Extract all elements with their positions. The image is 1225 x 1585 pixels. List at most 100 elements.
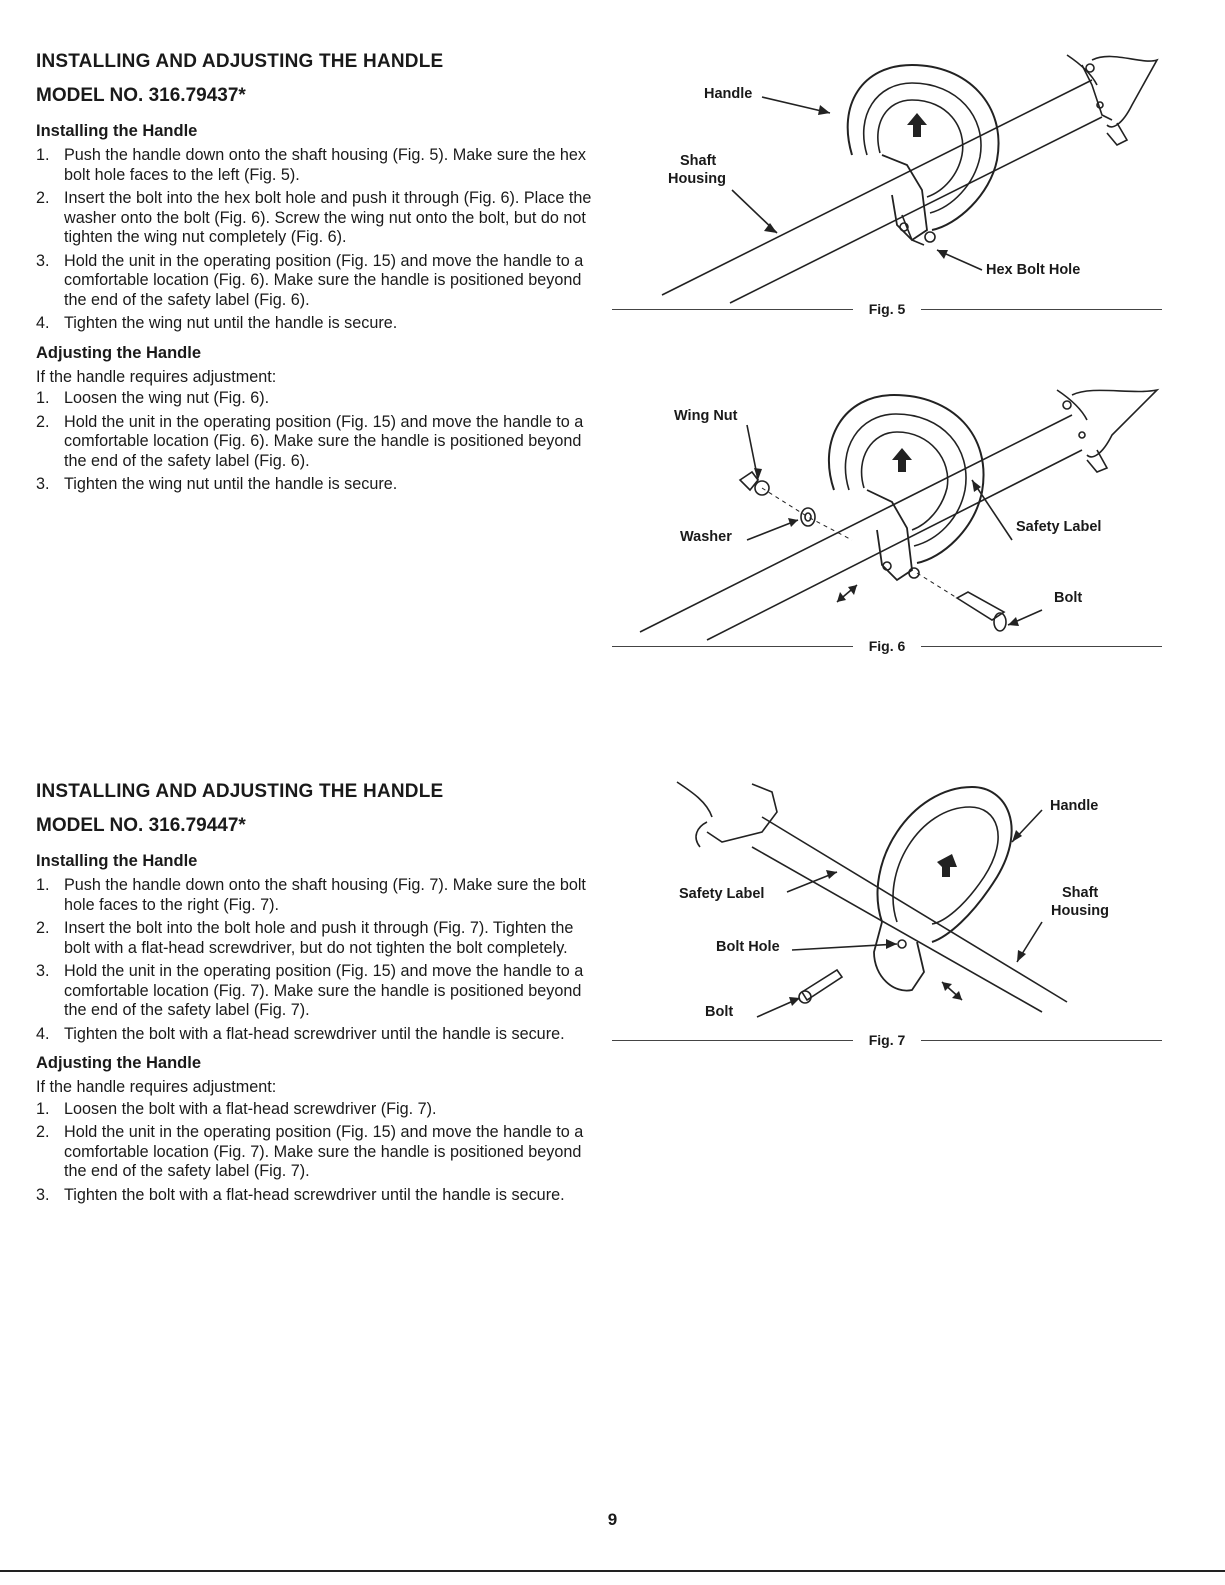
model-number: MODEL NO. 316.79437* — [36, 85, 246, 106]
list-item: 1. Push the handle down onto the shaft ho… — [36, 146, 596, 185]
step-text: Tighten the bolt with a flat-head screwd… — [64, 1024, 565, 1043]
figure-caption-row: Fig. 5 — [612, 301, 1162, 317]
list-item: 2. Insert the bolt into the bolt hole and… — [36, 919, 596, 958]
list-item: 3. Tighten the wing nut until the handle … — [36, 475, 596, 495]
step-text: Insert the bolt into the hex bolt hole a… — [64, 189, 592, 246]
list-item: 3. Tighten the bolt with a flat-head scre… — [36, 1186, 596, 1206]
leader-line — [746, 519, 799, 541]
label-handle: Handle — [1050, 798, 1099, 814]
shaft-line — [639, 414, 1073, 633]
list-item: 3. Hold the unit in the operating positio… — [36, 962, 596, 1021]
step-text: Push the handle down onto the shaft hous… — [64, 876, 586, 914]
step-text: Tighten the bolt with a flat-head screwd… — [64, 1185, 565, 1204]
leader-line — [761, 96, 831, 114]
model-number: MODEL NO. 316.79447* — [36, 815, 246, 836]
label-wing-nut: Wing Nut — [674, 408, 738, 424]
shaft-line — [729, 116, 1103, 304]
leader-line — [971, 479, 1013, 541]
section-model-79447: INSTALLING AND ADJUSTING THE HANDLE MODE… — [36, 780, 596, 1211]
step-text: Loosen the wing nut (Fig. 6). — [64, 389, 270, 407]
caption-rule — [612, 645, 853, 647]
label-handle: Handle — [704, 86, 753, 102]
list-item: 2. Hold the unit in the operating positio… — [36, 1123, 596, 1182]
label-housing: Housing — [1051, 903, 1109, 919]
leader-line — [791, 943, 898, 951]
figure-7: Handle Safety Label Shaft Housing Bolt H… — [612, 772, 1162, 1057]
page-number: 9 — [607, 1510, 618, 1529]
figure-caption: Fig. 6 — [868, 638, 906, 654]
figure-caption: Fig. 7 — [868, 1032, 906, 1048]
section-model-79437: INSTALLING AND ADJUSTING THE HANDLE MODE… — [36, 50, 596, 501]
installing-heading: Installing the Handle — [36, 122, 198, 140]
step-number: 2. — [36, 919, 50, 937]
step-number: 4. — [36, 1024, 50, 1043]
step-text: Tighten the wing nut until the handle is… — [64, 314, 398, 332]
label-safety-label: Safety Label — [679, 886, 765, 902]
caption-rule — [921, 1039, 1162, 1041]
step-text: Loosen the bolt with a flat-head screwdr… — [64, 1099, 437, 1118]
list-item: 1. Push the handle down onto the shaft ho… — [36, 876, 596, 915]
shaft-line — [751, 846, 1043, 1013]
step-text: Push the handle down onto the shaft hous… — [64, 146, 586, 184]
installing-heading: Installing the Handle — [36, 852, 198, 870]
step-number: 3. — [36, 1185, 50, 1204]
step-text: Hold the unit in the operating position … — [64, 962, 584, 1019]
step-text: Tighten the wing nut until the handle is… — [64, 475, 398, 493]
list-item: 2. Hold the unit in the operating positio… — [36, 413, 596, 472]
caption-rule — [921, 308, 1162, 310]
bottom-divider — [0, 1570, 1225, 1572]
shaft-line — [661, 79, 1093, 296]
step-number: 3. — [36, 475, 50, 493]
label-shaft: Shaft — [1062, 885, 1099, 901]
step-number: 3. — [36, 962, 50, 980]
figure-5-illustration — [661, 54, 1159, 304]
label-shaft: Shaft — [680, 153, 717, 169]
step-number: 1. — [36, 146, 50, 164]
label-bolt: Bolt — [1054, 590, 1083, 606]
figure-caption-row: Fig. 6 — [612, 638, 1162, 654]
figure-6: Wing Nut Washer Safety Label Bolt Fig. 6 — [612, 380, 1162, 665]
step-number: 2. — [36, 189, 50, 207]
step-number: 2. — [36, 1123, 50, 1141]
figure-7-illustration — [676, 781, 1068, 1018]
step-number: 3. — [36, 251, 50, 270]
adjusting-intro: If the handle requires adjustment: — [36, 1078, 277, 1096]
caption-rule — [921, 645, 1162, 647]
shaft-line — [706, 449, 1083, 641]
step-text: Hold the unit in the operating position … — [64, 1123, 584, 1180]
label-safety-label: Safety Label — [1016, 519, 1102, 535]
figure-6-illustration — [639, 388, 1160, 641]
shaft-line — [761, 816, 1068, 1003]
figure-caption: Fig. 5 — [868, 301, 906, 317]
list-item: 1.Loosen the bolt with a flat-head screw… — [36, 1100, 596, 1120]
list-item: 2. Insert the bolt into the hex bolt hole… — [36, 189, 596, 248]
installing-steps: 1. Push the handle down onto the shaft ho… — [36, 146, 596, 334]
list-item: 1. Loosen the wing nut (Fig. 6). — [36, 389, 596, 409]
label-washer: Washer — [680, 529, 732, 545]
adjusting-intro: If the handle requires adjustment: — [36, 367, 277, 386]
figure-caption-row: Fig. 7 — [612, 1032, 1162, 1048]
adjusting-heading: Adjusting the Handle — [36, 1054, 201, 1072]
step-number: 1. — [36, 876, 50, 894]
caption-rule — [612, 1039, 853, 1041]
label-bolt: Bolt — [705, 1004, 734, 1020]
installing-steps: 1. Push the handle down onto the shaft ho… — [36, 876, 596, 1044]
adjusting-heading: Adjusting the Handle — [36, 343, 201, 362]
step-number: 2. — [36, 412, 50, 431]
caption-rule — [612, 308, 853, 310]
list-item: 4. Tighten the bolt with a flat-head scre… — [36, 1025, 596, 1045]
step-text: Hold the unit in the operating position … — [64, 412, 584, 470]
figure-5: Handle Shaft Housing Hex Bolt Hole Fig. … — [612, 45, 1162, 330]
label-bolt-hole: Bolt Hole — [716, 939, 780, 955]
label-hex-bolt-hole: Hex Bolt Hole — [986, 262, 1081, 278]
step-number: 1. — [36, 389, 50, 407]
list-item: 4. Tighten the wing nut until the handle … — [36, 314, 596, 334]
adjusting-steps: 1. Loosen the wing nut (Fig. 6). 2. Hold t… — [36, 389, 596, 495]
list-item: 3. Hold the unit in the operating positio… — [36, 252, 596, 311]
step-number: 4. — [36, 314, 50, 332]
adjusting-steps: 1.Loosen the bolt with a flat-head screw… — [36, 1100, 596, 1206]
label-housing: Housing — [668, 171, 726, 187]
section-title: INSTALLING AND ADJUSTING THE HANDLE — [36, 781, 444, 802]
step-text: Insert the bolt into the bolt hole and p… — [64, 919, 574, 957]
step-text: Hold the unit in the operating position … — [64, 251, 584, 309]
